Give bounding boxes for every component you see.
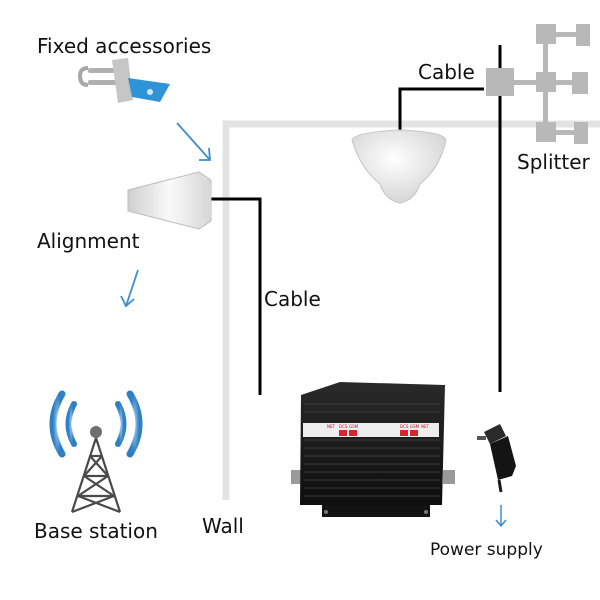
panel-antenna-icon [127,171,212,230]
arrow-power [495,505,507,528]
label-alignment: Alignment [37,229,140,253]
cable-mid [209,197,262,395]
repeater-icon [291,382,455,517]
repeater-left-label-2: DCS [339,424,348,429]
label-cable-top: Cable [418,60,475,84]
repeater-right-label-2: GSM [410,424,420,429]
label-wall: Wall [202,514,244,538]
repeater-left-label-1: NET [327,424,335,429]
arrow-accessories [176,122,211,161]
wall-line [222,120,600,500]
label-base-station: Base station [34,519,158,543]
power-adapter-icon [477,424,516,493]
label-splitter: Splitter [517,150,590,174]
repeater-left-label-3: GSM [349,424,359,429]
ceiling-antenna-icon [351,129,447,204]
arrow-alignment [120,269,139,308]
splitter-icon [486,24,590,144]
repeater-right-label-1: DCS [400,424,409,429]
label-cable-mid: Cable [264,287,321,311]
repeater-right-label-3: NET [421,424,429,429]
label-power-supply: Power supply [430,540,543,560]
label-fixed-accessories: Fixed accessories [37,34,212,58]
tower-icon [49,390,143,514]
bracket-icon [77,58,170,103]
cable-top [398,87,484,140]
